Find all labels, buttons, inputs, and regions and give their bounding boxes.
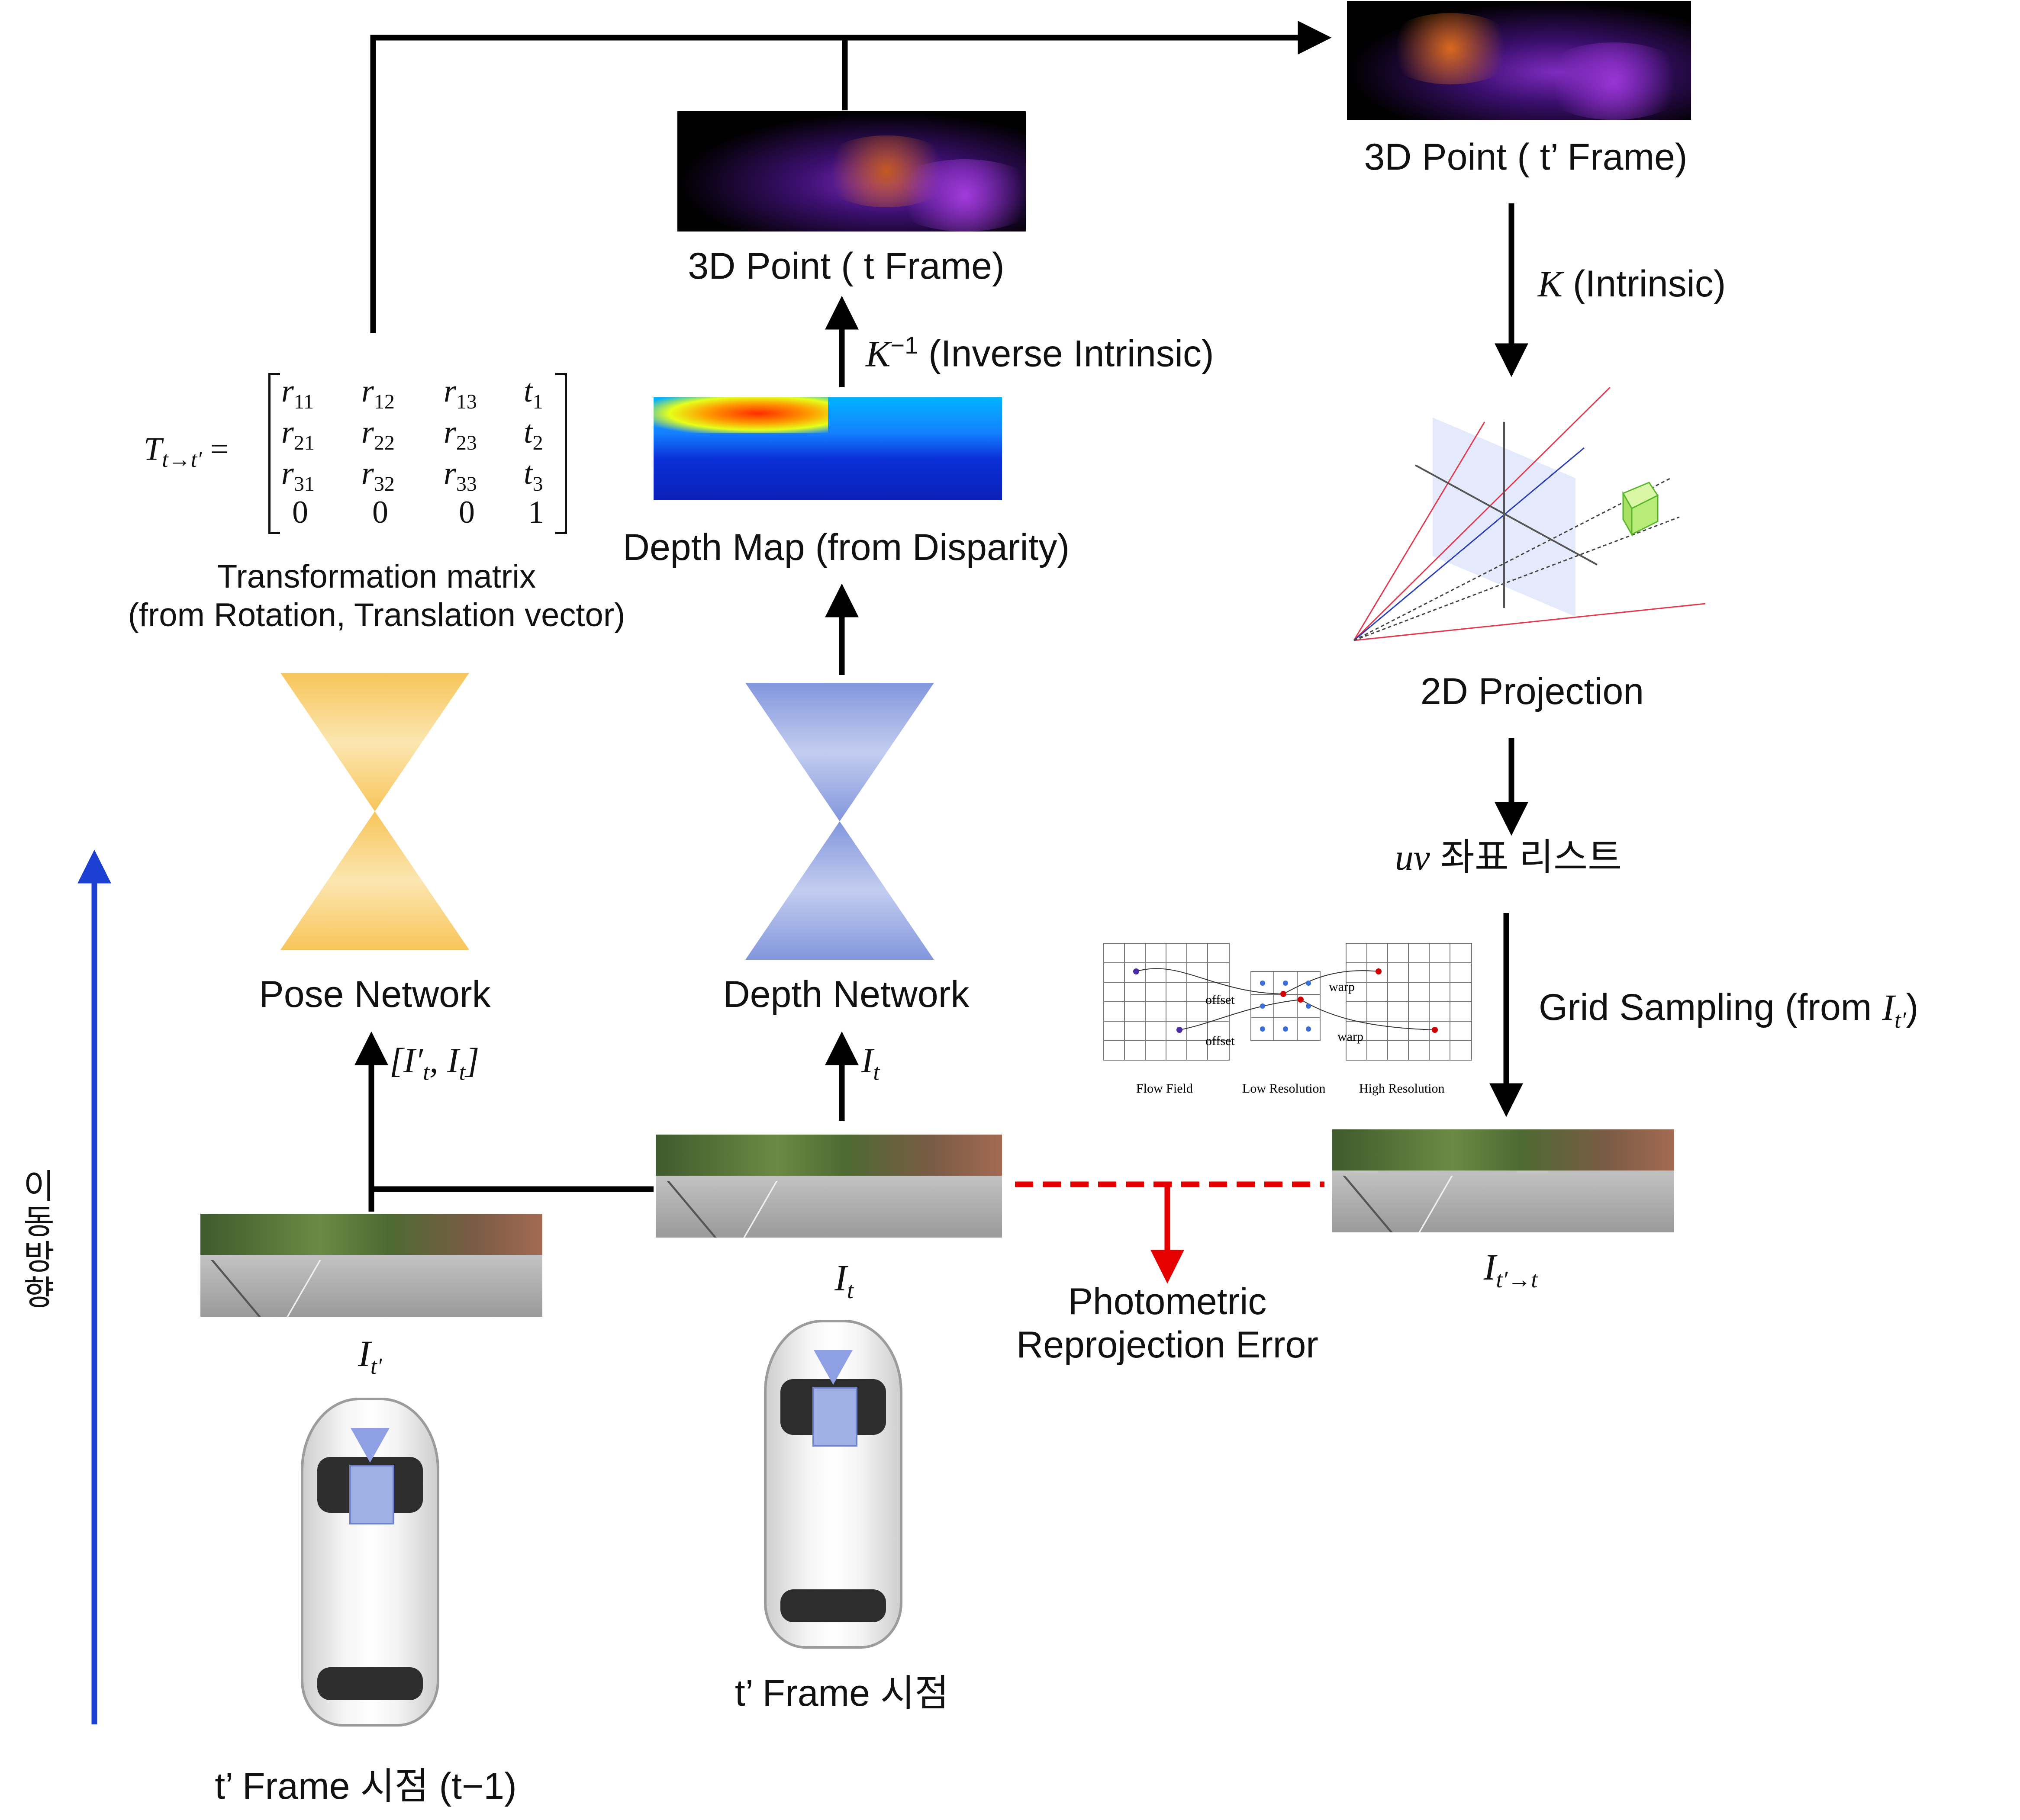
intrinsic-label: K (Intrinsic) [1537, 263, 1726, 305]
pose-network-shape [280, 673, 469, 950]
matrix-cell: t1 [524, 373, 543, 413]
top-loop-line [370, 21, 1332, 333]
car-tp [301, 1398, 439, 1727]
matrix-cell: r12 [361, 373, 395, 413]
matrix-cell: 0 [459, 495, 475, 530]
matrix-cell: t3 [524, 456, 543, 495]
camera-icon [812, 1387, 857, 1447]
car-t [764, 1320, 902, 1649]
camera-cone-icon [351, 1428, 390, 1463]
transformation-label-line1: Transformation matrix [217, 558, 536, 595]
matrix-cell: 1 [528, 495, 544, 530]
point-cloud-t-image [677, 111, 1026, 232]
warp-bottom-text: warp [1337, 1029, 1363, 1044]
point-t-label: 3D Point ( t Frame) [688, 245, 1005, 287]
pose-network-label: Pose Network [259, 974, 491, 1015]
matrix-cell: r23 [444, 415, 477, 454]
caption-flow-text: Flow Field [1136, 1081, 1193, 1096]
depth-map-image [654, 397, 1002, 500]
projection-label: 2D Projection [1420, 671, 1644, 712]
projection-figure [1353, 387, 1706, 641]
depth-network-shape [745, 683, 934, 960]
uv-label: uv 좌표 리스트 [1395, 836, 1622, 878]
matrix-cell: r21 [281, 415, 315, 454]
transformation-matrix: r11 r12 r13 t1 r21 r22 r23 t2 r31 r32 r3… [268, 373, 567, 534]
offset-top-text: offset [1205, 993, 1235, 1007]
camera-cone-icon [814, 1350, 853, 1385]
caption-low-text: Low Resolution [1242, 1081, 1326, 1096]
matrix-cell: r22 [361, 415, 395, 454]
flow-field-figure: offset offset warp warp Flow Field Low R… [1103, 943, 1472, 1096]
frame-t-image [656, 1135, 1002, 1238]
car-t-label: t’ Frame 시점 [735, 1672, 949, 1714]
offset-bottom-text: offset [1205, 1034, 1235, 1048]
warped-frame-image [1332, 1129, 1674, 1232]
car-tp-label: t’ Frame 시점 (t−1) [215, 1765, 517, 1807]
depth-map-label: Depth Map (from Disparity) [622, 527, 1070, 568]
matrix-cell: r13 [444, 373, 477, 413]
photometric-label-line1: Photometric [1068, 1281, 1267, 1322]
matrix-cell: 0 [292, 495, 308, 530]
depth-input-label: It [861, 1041, 880, 1085]
matrix-cell: r32 [361, 456, 395, 495]
matrix-cell: 0 [372, 495, 388, 530]
frame-t-label: It [834, 1257, 854, 1304]
frame-tp-image [200, 1214, 542, 1317]
camera-icon [349, 1465, 394, 1524]
matrix-cell: t2 [524, 415, 543, 454]
warped-frame-label: It′→t [1483, 1246, 1538, 1293]
matrix-cell: r11 [281, 373, 314, 413]
depth-network-label: Depth Network [723, 974, 970, 1015]
movement-direction-label: 이동방향 [17, 1168, 55, 1310]
matrix-lhs: Tt→t′ = [144, 431, 229, 473]
photometric-label-line2: Reprojection Error [1016, 1324, 1318, 1366]
caption-high-text: High Resolution [1359, 1081, 1445, 1096]
matrix-cell: r31 [281, 456, 315, 495]
point-tp-label: 3D Point ( t’ Frame) [1364, 136, 1688, 178]
inverse-intrinsic-label: K−1 (Inverse Intrinsic) [866, 331, 1214, 375]
grid-sampling-label: Grid Sampling (from It′) [1539, 987, 1919, 1033]
transformation-label-line2: (from Rotation, Translation vector) [128, 597, 625, 633]
warp-top-text: warp [1329, 980, 1355, 994]
matrix-cell: r33 [444, 456, 477, 495]
point-cloud-tp-image [1347, 1, 1691, 120]
pose-input-label: [I′t, It] [390, 1041, 480, 1085]
frame-tp-label: It′ [358, 1333, 382, 1379]
